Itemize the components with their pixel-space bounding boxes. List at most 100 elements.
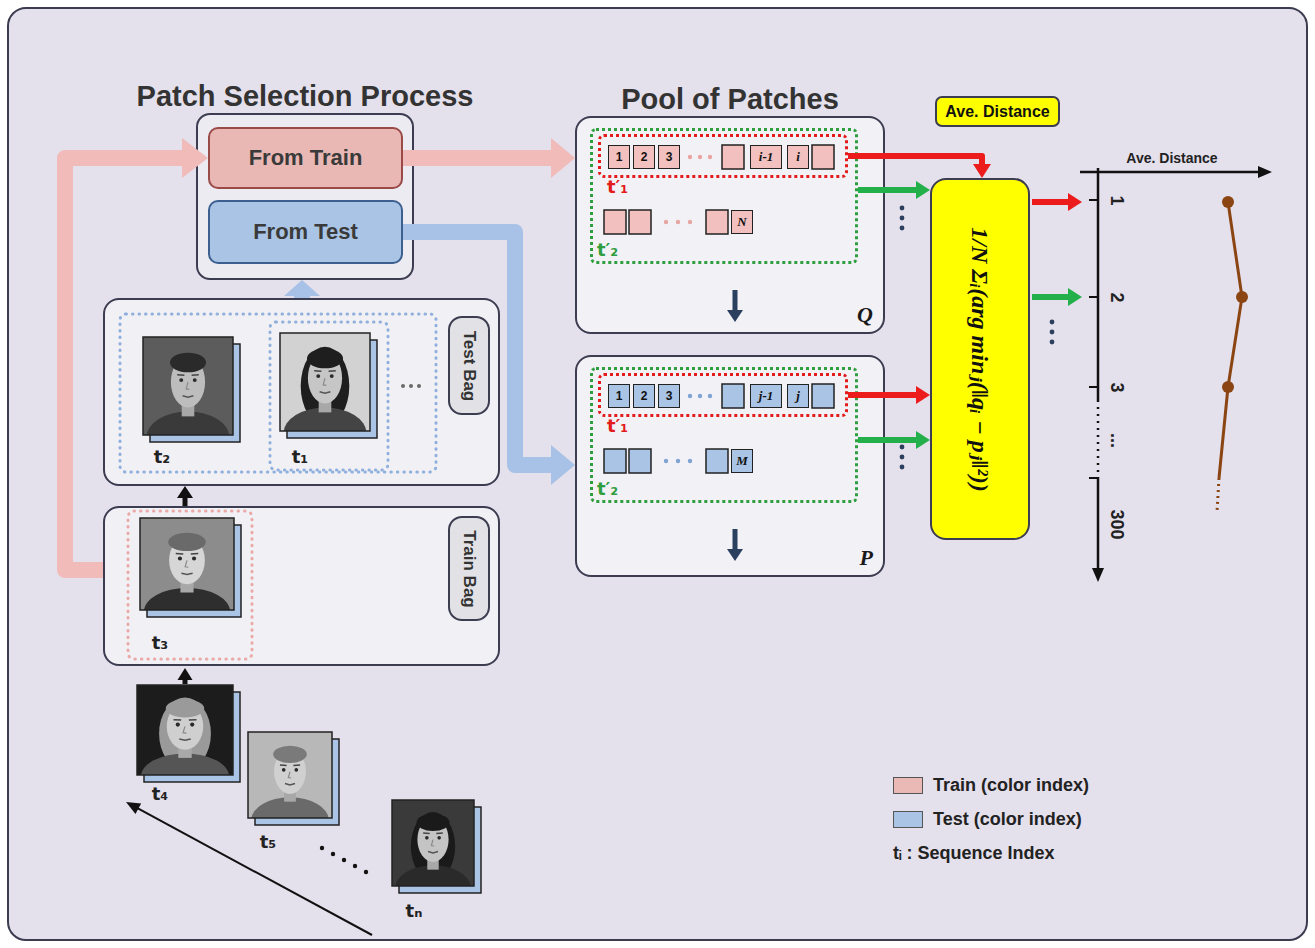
legend-text: tᵢ : Sequence Index (893, 843, 1055, 864)
patch-box: i-1 (750, 145, 782, 169)
text-holder: t′₂ (597, 239, 618, 260)
patch-index: 1 (616, 150, 623, 164)
connector-path (65, 138, 208, 570)
text-holder: From Test (210, 202, 401, 262)
text-holder: t′₁ (607, 176, 628, 197)
patch-index: M (736, 453, 748, 469)
sequence-index: t₂ (154, 446, 171, 467)
patch-index: i (796, 149, 800, 165)
dotted-group (120, 314, 436, 472)
source-button: From Test (208, 200, 403, 264)
photo-frame (137, 685, 233, 775)
eye (316, 374, 320, 378)
legend-row: tᵢ : Sequence Index (893, 838, 1089, 869)
ellipsis-dot (676, 220, 680, 224)
face-photo (392, 800, 481, 910)
bag-name: Train Bag (459, 530, 479, 607)
axis-tick (1089, 477, 1098, 479)
brow (329, 370, 336, 372)
ellipsis-dot (664, 459, 668, 463)
axis-tick (1089, 199, 1098, 201)
face-photo (140, 518, 241, 636)
patch-box: j-1 (750, 384, 782, 408)
connector-path (848, 156, 991, 178)
pool-name: Q (857, 302, 873, 328)
pool-name: P (860, 545, 873, 571)
arrow-shaft (848, 392, 917, 398)
text-holder: t′₁ (607, 415, 628, 436)
arrow-head (126, 802, 141, 814)
text-holder: 1 (609, 146, 629, 168)
photo-frame (140, 518, 234, 610)
arrow-head (1092, 568, 1104, 582)
ellipsis-dot (409, 384, 413, 388)
bag-tab: Train Bag (448, 516, 490, 621)
sequence-index: t₄ (152, 783, 169, 804)
photo-frame (280, 333, 370, 431)
text-holder: 2 (634, 385, 654, 407)
brow (189, 719, 197, 721)
patch-index: 1 (616, 389, 623, 403)
patch-box: j (787, 384, 809, 408)
mouth (179, 739, 191, 740)
box-text: Ave. Distance (945, 103, 1049, 121)
text-holder: i (788, 146, 808, 168)
patch-index: 2 (641, 150, 648, 164)
patch-box: 2 (633, 145, 655, 169)
photo-frame (143, 337, 233, 435)
eye (294, 768, 298, 772)
arrow-shaft (1032, 294, 1069, 300)
sequence-index: t′₂ (597, 239, 618, 260)
text-holder: i-1 (751, 146, 781, 168)
ellipsis-dot (1050, 320, 1055, 325)
brow (176, 553, 184, 555)
text-holder: N (732, 211, 752, 233)
arrow-head (177, 486, 193, 498)
eye (176, 722, 180, 726)
sequence-index: t′₁ (607, 176, 628, 197)
face-photo (248, 732, 339, 842)
sequence-index: t′₂ (597, 478, 618, 499)
sequence-index: t₁ (292, 446, 309, 467)
patch-index: 2 (641, 389, 648, 403)
patch-index: 3 (666, 389, 673, 403)
patch-box (629, 449, 651, 473)
arrow-shaft (1080, 171, 1259, 174)
patch-box (812, 384, 834, 408)
patch-box: 1 (608, 384, 630, 408)
connector-path (858, 431, 930, 449)
patch-box (722, 145, 744, 169)
sequence-index: t′₁ (607, 415, 628, 436)
connector (858, 181, 930, 199)
connector (284, 280, 320, 298)
arrow-head (1068, 193, 1082, 211)
eye (330, 374, 334, 378)
hair (166, 699, 204, 717)
arrow-shaft (403, 150, 552, 166)
formula-box: 1/N Σᵢ(arg minⱼ(‖qᵢ − pⱼ‖²)) (930, 178, 1030, 540)
connector-path (403, 138, 575, 178)
patch-box (706, 210, 728, 234)
metric-tag: Ave. Distance (935, 96, 1060, 127)
nose (288, 772, 291, 778)
ellipsis-dot (698, 394, 702, 398)
ranking-point (1236, 291, 1248, 303)
patch-box: N (731, 210, 753, 234)
ellipsis-dot (708, 394, 712, 398)
ranking-line (1219, 202, 1242, 478)
ellipsis-dot (708, 155, 712, 159)
eye (193, 378, 197, 382)
connector (177, 486, 193, 506)
patch-box (604, 449, 626, 473)
arrow-shaft (848, 156, 982, 165)
ellipsis-dot (676, 459, 680, 463)
ellipsis-dot (353, 864, 357, 868)
tick-label: 2 (1106, 292, 1127, 302)
text-holder: Pool of Patches (621, 83, 839, 116)
photo (143, 337, 233, 435)
text-holder: 1 (609, 385, 629, 407)
eye (437, 836, 441, 840)
eye (425, 836, 429, 840)
patch-index: i-1 (759, 149, 773, 165)
